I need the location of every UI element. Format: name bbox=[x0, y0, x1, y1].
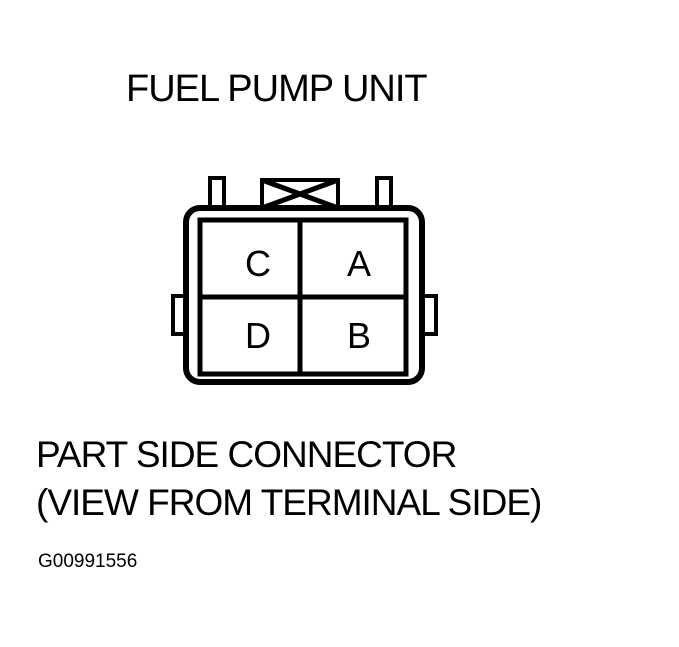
pin-label-a: A bbox=[347, 243, 371, 284]
pin-label-b: B bbox=[347, 315, 371, 356]
diagram-title: FUEL PUMP UNIT bbox=[126, 68, 428, 110]
figure-id: G00991556 bbox=[38, 551, 138, 572]
connector-latch bbox=[260, 177, 340, 211]
pin-label-d: D bbox=[245, 315, 271, 356]
connector-diagram: C A D B bbox=[171, 176, 438, 385]
caption-line-2: (VIEW FROM TERMINAL SIDE) bbox=[36, 482, 542, 523]
pin-label-c: C bbox=[245, 243, 271, 284]
caption-line-1: PART SIDE CONNECTOR bbox=[36, 434, 457, 475]
